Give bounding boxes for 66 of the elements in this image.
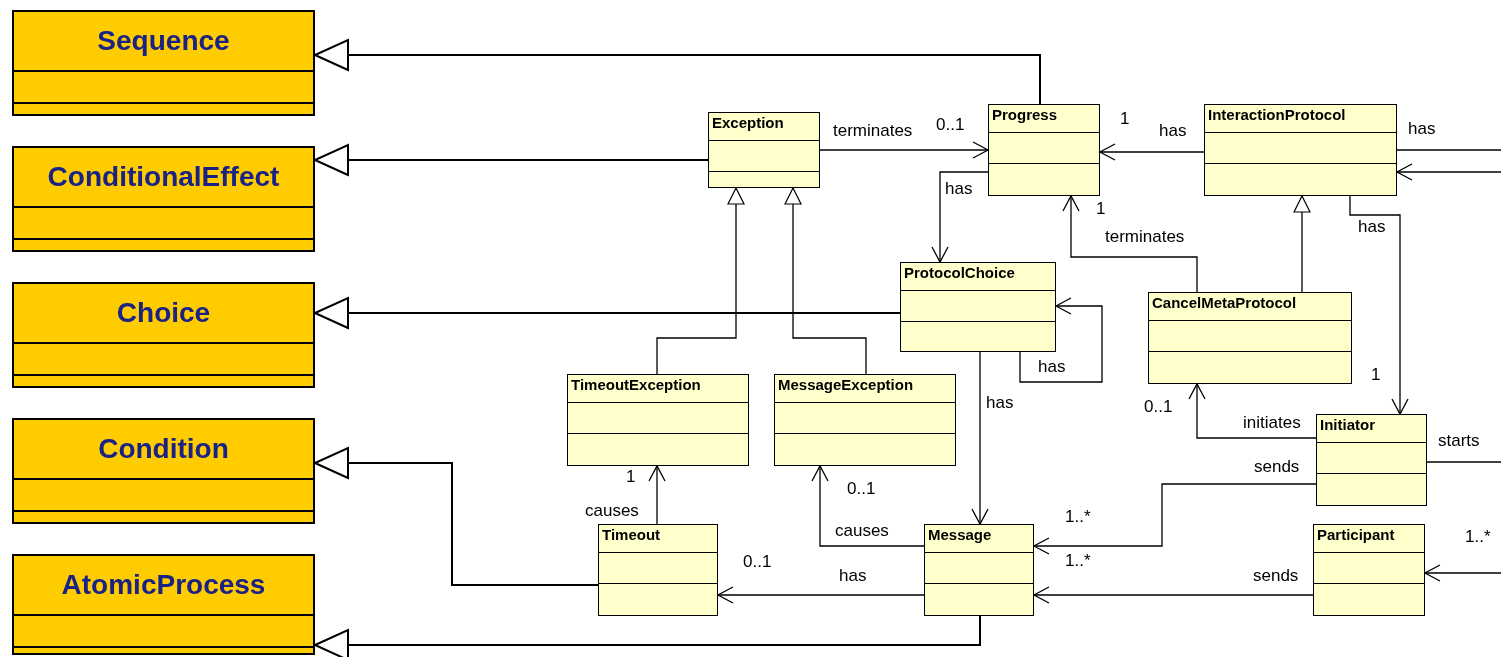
class-box: [12, 146, 315, 252]
class-name: CancelMetaProtocol: [1152, 295, 1297, 312]
association-arrow: [1099, 143, 1205, 161]
class-box: [567, 374, 749, 466]
inheritance-arrow: [314, 447, 599, 586]
multiplicity-label: 1..*: [1064, 508, 1092, 527]
multiplicity-label: 0..1: [846, 480, 877, 499]
multiplicity-label: 1: [625, 468, 637, 487]
class-name: Progress: [992, 107, 1058, 124]
association-arrow: [811, 465, 925, 547]
association-arrow: [819, 141, 989, 159]
association-arrow: [1033, 586, 1314, 604]
class-box: [598, 524, 718, 616]
class-box: [774, 374, 956, 466]
multiplicity-label: 1: [1370, 366, 1382, 385]
class-box: [988, 104, 1100, 196]
class-box: [12, 10, 315, 116]
class-box: [12, 282, 315, 388]
inheritance-arrow: [314, 297, 901, 329]
inheritance-arrow: [784, 187, 867, 375]
multiplicity-label: 0..1: [1143, 398, 1174, 417]
class-box: [12, 554, 315, 655]
association-arrow: [648, 465, 666, 525]
class-name: Initiator: [1320, 417, 1375, 434]
multiplicity-label: 1: [1095, 200, 1107, 219]
multiplicity-label: 1..*: [1464, 528, 1492, 547]
class-name: Condition: [98, 433, 229, 465]
association-arrow: [717, 586, 925, 604]
association-arrow: [1019, 297, 1103, 383]
class-box: [708, 112, 820, 188]
association-arrow: [1062, 195, 1198, 293]
class-name: ProtocolChoice: [904, 265, 1015, 282]
class-box: [924, 524, 1034, 616]
class-name: Participant: [1317, 527, 1395, 544]
class-name: AtomicProcess: [61, 569, 266, 601]
class-name: Timeout: [602, 527, 661, 544]
class-name: Exception: [712, 115, 784, 132]
multiplicity-label: 0..1: [935, 116, 966, 135]
inheritance-arrow: [656, 187, 745, 375]
class-name: MessageException: [778, 377, 914, 394]
association-arrow: [1424, 564, 1501, 582]
class-name: TimeoutException: [571, 377, 701, 394]
class-name: Message: [928, 527, 992, 544]
multiplicity-label: 1: [1119, 110, 1131, 129]
inheritance-arrow: [1293, 195, 1311, 293]
association-arrow: [1349, 195, 1409, 415]
class-box: [1148, 292, 1352, 384]
inheritance-arrow: [314, 144, 709, 176]
class-box: [1313, 524, 1425, 616]
class-name: ConditionalEffect: [47, 161, 280, 193]
class-box: [1204, 104, 1397, 196]
association-arrow: [1396, 163, 1501, 181]
class-name: Choice: [116, 297, 211, 329]
inheritance-arrow: [314, 39, 1041, 105]
class-name: Sequence: [97, 25, 230, 57]
association-arrow: [1188, 383, 1317, 439]
association-arrow: [1033, 483, 1317, 555]
multiplicity-label: 0..1: [742, 553, 773, 572]
class-box: [12, 418, 315, 524]
association-arrow: [971, 351, 989, 525]
multiplicity-label: 1..*: [1064, 552, 1092, 571]
class-name: InteractionProtocol: [1208, 107, 1346, 124]
inheritance-arrow: [314, 615, 981, 657]
class-box: [900, 262, 1056, 352]
class-box: [1316, 414, 1427, 506]
association-arrow: [931, 171, 989, 263]
